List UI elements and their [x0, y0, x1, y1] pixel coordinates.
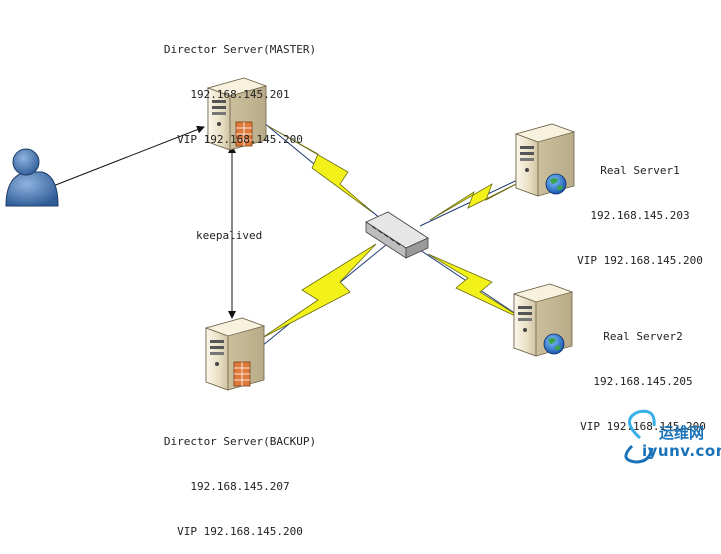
- director-backup-name: Director Server(BACKUP): [163, 435, 317, 448]
- switch-icon: [365, 211, 429, 259]
- director-master-server-icon: [206, 77, 268, 151]
- real-server-1-ip: 192.168.145.203: [590, 209, 690, 222]
- user-icon: [5, 148, 59, 207]
- network-diagram: [5, 77, 656, 464]
- real-server-2-label: Real Server2 192.168.145.205 VIP 192.168…: [566, 299, 720, 449]
- watermark-logo-icon: [624, 409, 656, 464]
- director-backup-vip: VIP 192.168.145.200: [177, 525, 303, 538]
- watermark-text-cn: 运维网: [659, 424, 705, 442]
- director-backup-label: Director Server(BACKUP) 192.168.145.207 …: [140, 404, 340, 554]
- real-server-1-label: Real Server1 192.168.145.203 VIP 192.168…: [560, 133, 720, 283]
- user-to-master-arrow: [47, 125, 205, 189]
- lightning-real1: [429, 177, 529, 221]
- lightning-backup: [261, 243, 377, 339]
- watermark-text-domain: iyunv.com: [642, 442, 721, 460]
- real-server-2-name: Real Server2: [603, 330, 683, 343]
- real-server-2-ip: 192.168.145.205: [593, 375, 693, 388]
- keepalived-label: keepalived: [196, 229, 263, 242]
- director-backup-ip: 192.168.145.207: [190, 480, 290, 493]
- director-master-name: Director Server(MASTER): [163, 43, 317, 56]
- real-server-1-vip: VIP 192.168.145.200: [577, 254, 703, 267]
- director-master-ip: 192.168.145.201: [190, 88, 290, 101]
- real-server-1-icon: [514, 123, 576, 197]
- real-server-2-vip: VIP 192.168.145.200: [580, 420, 706, 433]
- lightning-master: [267, 125, 373, 213]
- director-master-vip: VIP 192.168.145.200: [177, 133, 303, 146]
- director-backup-server-icon: [204, 317, 266, 391]
- real-server-1-name: Real Server1: [600, 164, 680, 177]
- real-server-2-icon: [512, 283, 574, 357]
- director-master-label: Director Server(MASTER) 192.168.145.201 …: [140, 12, 340, 162]
